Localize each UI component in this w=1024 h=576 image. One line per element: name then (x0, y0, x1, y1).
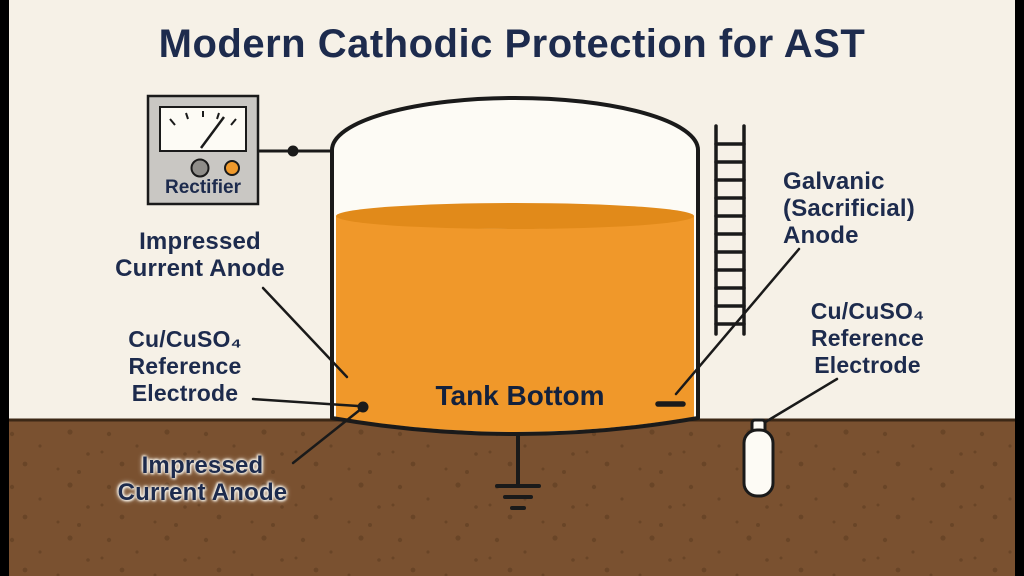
liquid-surface (336, 203, 694, 229)
label-tank-bottom: Tank Bottom (435, 380, 605, 411)
meter-needle (199, 116, 226, 149)
wire-junction-dot (287, 145, 299, 157)
rectifier-knob-gray (190, 158, 210, 178)
grounding-symbol (495, 434, 541, 510)
label-impressed-current-anode-top: Impressed Current Anode (115, 228, 285, 282)
tank-liquid (336, 216, 694, 432)
label-galvanic-sacrificial-anode: Galvanic (Sacrificial) Anode (783, 168, 915, 249)
label-reference-electrode-left: Cu/CuSO₄ Reference Electrode (128, 326, 242, 406)
side-bar-left (0, 0, 9, 576)
label-reference-electrode-right: Cu/CuSO₄ Reference Electrode (810, 298, 925, 378)
label-impressed-current-anode-bottom: Impressed Current Anode (117, 452, 288, 506)
pointer-reference-right (760, 377, 839, 426)
page-title: Modern Cathodic Protection for AST (158, 22, 866, 66)
ladder (714, 124, 746, 336)
impressed-anode-dot-marker (357, 401, 369, 413)
pointer-impressed-anode-top (261, 286, 349, 379)
rectifier-label: Rectifier (164, 177, 242, 198)
pointer-reference-left (251, 397, 360, 408)
rectifier-knob-orange (224, 160, 240, 176)
pointer-impressed-anode-bottom (291, 407, 363, 465)
pointer-galvanic-anode (674, 247, 801, 396)
rectifier-unit (146, 94, 260, 206)
meter-ticks (169, 111, 237, 126)
side-bar-right (1015, 0, 1024, 576)
reference-electrode-capsule (742, 418, 775, 498)
storage-tank-outline (330, 96, 700, 436)
